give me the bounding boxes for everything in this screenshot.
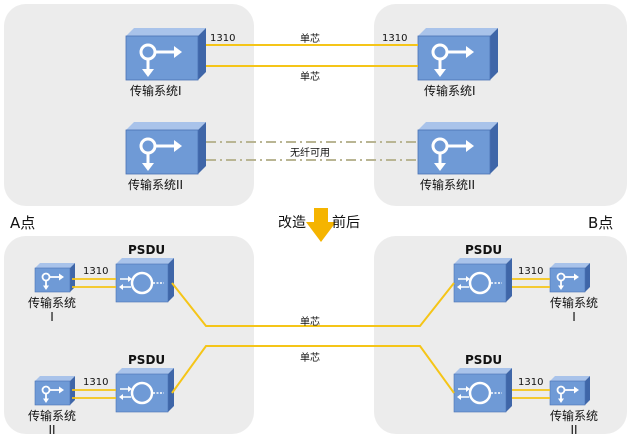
bottom-fiber-link-2 (171, 345, 455, 394)
site-b-top-panel (374, 4, 627, 206)
top-left-system-2-label: 传输系统II (128, 178, 184, 192)
top-right-system-2-icon (416, 120, 500, 176)
down-arrow-icon (306, 208, 336, 242)
site-b-system-1-icon (549, 262, 591, 293)
top-link-3-label: 无纤可用 (290, 148, 330, 159)
bottom-link-2-label: 单芯 (300, 353, 320, 364)
top-left-system-2-icon (124, 120, 208, 176)
site-a-psdu-2-label: PSDU (128, 353, 166, 367)
transition-right-text: 前后 (332, 215, 360, 231)
site-a-wavelength-1: 1310 (83, 266, 109, 277)
site-a-psdu-1-icon (114, 256, 176, 304)
site-a-psdu-1-label: PSDU (128, 243, 166, 257)
site-b-system-2-icon (549, 375, 591, 406)
site-b-psdu-1-label: PSDU (465, 243, 503, 257)
site-a-psdu-2-icon (114, 366, 176, 414)
site-a-system-2-icon (34, 375, 76, 406)
bottom-link-1-label: 单芯 (300, 317, 320, 328)
top-left-system-1-label: 传输系统I (130, 84, 182, 98)
site-b-wavelength-2: 1310 (518, 377, 544, 388)
site-b-wavelength-1: 1310 (518, 266, 544, 277)
top-right-system-1-icon (416, 26, 500, 82)
top-left-system-1-icon (124, 26, 208, 82)
top-wavelength-left: 1310 (210, 33, 236, 44)
site-b-label: B点 (588, 214, 614, 232)
bottom-fiber-link-1 (171, 282, 455, 327)
transition-left-text: 改造 (278, 215, 306, 231)
site-a-label: A点 (10, 214, 36, 232)
top-link-1-label: 单芯 (300, 34, 320, 45)
site-a-wavelength-2: 1310 (83, 377, 109, 388)
top-right-system-1-label: 传输系统I (424, 84, 476, 98)
site-a-system-1-icon (34, 262, 76, 293)
top-wavelength-right: 1310 (382, 33, 408, 44)
site-b-psdu-2-icon (452, 366, 514, 414)
site-b-psdu-2-label: PSDU (465, 353, 503, 367)
top-link-2-label: 单芯 (300, 72, 320, 83)
top-right-system-2-label: 传输系统II (420, 178, 476, 192)
site-b-psdu-1-icon (452, 256, 514, 304)
